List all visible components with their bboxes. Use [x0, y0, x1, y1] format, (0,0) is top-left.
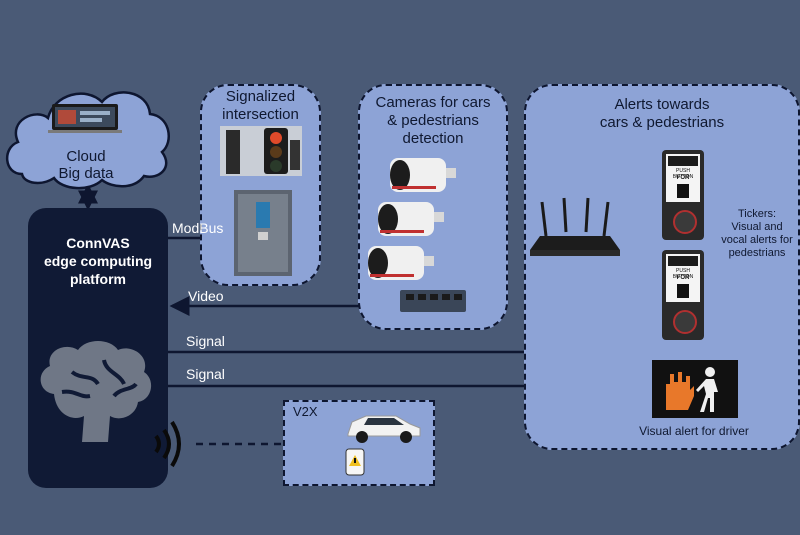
push-button-for-1: FOR [676, 175, 690, 181]
cloud-label: Cloud Big data [36, 148, 136, 182]
modbus-label: ModBus [172, 220, 224, 236]
push-button-label-1: PUSH BUTTON [672, 168, 694, 180]
tickers-line4: pedestrians [728, 247, 786, 259]
cameras-title-line2: & pedestrians [387, 112, 479, 129]
tickers-line1: Tickers: [737, 208, 777, 220]
signalized-intersection-panel: Signalized intersection [200, 84, 321, 286]
alerts-title-line1: Alerts towards [614, 96, 710, 113]
router-icon [530, 197, 620, 256]
camera-icon-3 [368, 246, 434, 280]
signal-driver-label: Signal [186, 366, 225, 382]
cloud-label-line1: Cloud [66, 148, 106, 165]
cameras-title-line3: detection [402, 130, 464, 147]
cameras-title-line1: Cameras for cars [375, 94, 491, 111]
cameras-image [368, 158, 466, 312]
phone-warning-icon [345, 448, 365, 476]
push-button-for-2: FOR [676, 275, 690, 281]
push-button-ticker-1: PUSH BUTTON FOR [662, 150, 704, 240]
edge-computing-platform: ConnVAS edge computing platform [28, 208, 168, 488]
alerts-title-line2: cars & pedestrians [599, 114, 725, 131]
traffic-light-cabinet-image [220, 126, 302, 276]
cloud-label-line2: Big data [58, 165, 114, 182]
tickers-line2: Visual and [731, 221, 783, 233]
brain-icon [40, 341, 152, 442]
cloud-shape [6, 91, 170, 190]
driver-alert-label: Visual alert for driver [639, 424, 749, 438]
driver-alert-signal-icon [652, 360, 738, 418]
tickers-line3: vocal alerts for [721, 234, 793, 246]
edge-title-line3: platform [70, 271, 126, 287]
car-icon [347, 415, 421, 443]
signalized-title-line1: Signalized [225, 88, 296, 105]
wireless-signal-icon [154, 420, 181, 468]
edge-title-line2: edge computing [43, 253, 153, 269]
signal-router-label: Signal [186, 333, 225, 349]
v2x-label: V2X [293, 404, 318, 419]
push-button-label-2: PUSH BUTTON [672, 268, 694, 280]
push-button-ticker-2: PUSH BUTTON FOR [662, 250, 704, 340]
video-label: Video [188, 288, 224, 304]
edge-title-line1: ConnVAS [66, 235, 130, 251]
signalized-title-line2: intersection [222, 106, 299, 123]
camera-icon-2 [378, 202, 444, 236]
network-switch-icon [400, 290, 466, 312]
tickers-label: Tickers: Visual and vocal alerts for ped… [716, 208, 798, 260]
camera-icon-1 [390, 158, 456, 192]
